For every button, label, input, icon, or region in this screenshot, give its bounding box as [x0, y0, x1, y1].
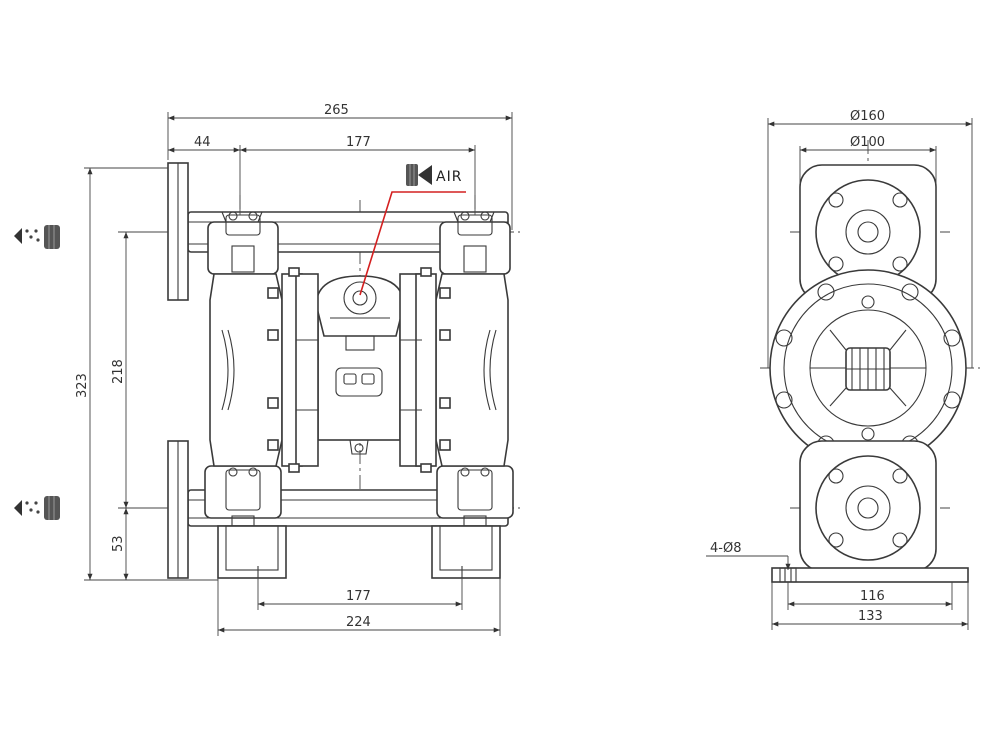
- dim-overall-height: 323: [75, 167, 218, 581]
- side-bottom-flange: [799, 440, 937, 572]
- dim-port-spacing-top: 177: [240, 135, 476, 215]
- right-clamp-band: [399, 273, 437, 467]
- top-left-valve-housing: [207, 211, 279, 275]
- dim-44-text: 44: [194, 135, 211, 150]
- air-inlet-marker: AIR: [406, 164, 462, 186]
- right-chamber: [435, 273, 509, 467]
- dim-foot-spacing: 177: [257, 578, 463, 610]
- dim-160-text: Ø160: [850, 109, 885, 124]
- inlet-flow-icon: [14, 496, 60, 520]
- dim-100-text: Ø100: [850, 135, 885, 150]
- front-view: AIR 265 44: [14, 103, 520, 636]
- dim-177-bottom-text: 177: [346, 589, 371, 604]
- air-label: AIR: [436, 169, 462, 185]
- dim-flange-bolt: Ø100: [799, 135, 937, 200]
- dim-218-text: 218: [111, 359, 126, 384]
- dim-overall-width: 265: [167, 103, 513, 230]
- left-chamber: [209, 273, 283, 467]
- dim-mount-holes-text: 4-Ø8: [710, 541, 741, 556]
- dim-port-spacing-vertical: 218: [111, 231, 168, 508]
- dim-inlet-offset: 44: [168, 135, 241, 215]
- dim-177-top-text: 177: [346, 135, 371, 150]
- dim-323-text: 323: [75, 373, 90, 398]
- top-right-valve-housing: [439, 211, 511, 275]
- dim-mount-holes: 4-Ø8: [706, 541, 791, 570]
- dim-265-text: 265: [324, 103, 349, 118]
- dim-outlet-height: 53: [111, 507, 168, 580]
- side-center-housing: [769, 269, 967, 467]
- dim-foot-hole-spacing: 116: [787, 582, 953, 610]
- dim-224-text: 224: [346, 615, 371, 630]
- side-base-plate: [771, 567, 969, 583]
- dim-base-width: 224: [217, 578, 501, 636]
- bottom-left-valve-housing: [204, 465, 282, 527]
- bottom-right-valve-housing: [436, 465, 514, 527]
- left-clamp-band: [281, 273, 319, 467]
- dim-flange-outer: Ø160: [767, 109, 973, 368]
- clamp-bolts: [267, 267, 451, 473]
- air-inlet-icon: [406, 164, 432, 186]
- air-leader-line: [359, 191, 466, 296]
- dim-53-text: 53: [111, 535, 126, 552]
- dim-133-text: 133: [858, 609, 883, 624]
- side-view: Ø160 Ø100 4-Ø8 116 133: [706, 109, 980, 630]
- dim-base-length: 133: [771, 582, 969, 630]
- outlet-flow-icon: [14, 225, 60, 249]
- right-foot: [431, 525, 501, 579]
- dim-116-text: 116: [860, 589, 885, 604]
- left-foot: [217, 525, 287, 579]
